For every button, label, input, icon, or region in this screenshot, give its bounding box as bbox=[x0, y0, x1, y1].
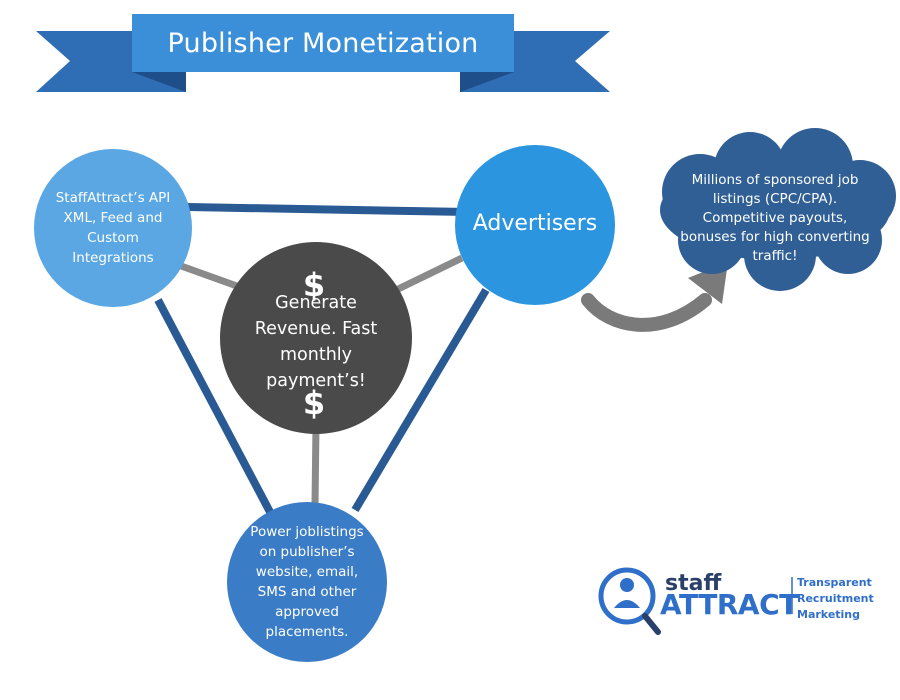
dollar-icon-bottom: $ bbox=[302, 384, 326, 422]
page-title: Publisher Monetization bbox=[167, 27, 479, 59]
connector-integrations-advertisers bbox=[187, 203, 469, 216]
cloud-label: Millions of sponsored job listings (CPC/… bbox=[680, 171, 870, 264]
advertisers-node bbox=[455, 145, 615, 305]
connector-center-placements bbox=[311, 424, 320, 506]
advertisers-label: Advertisers bbox=[472, 210, 598, 236]
center-label: Generate Revenue. Fast monthly payment’s… bbox=[254, 293, 378, 391]
logo-tagline: Transparent Recruitment Marketing bbox=[797, 575, 874, 623]
logo-tagline-line-2: Recruitment bbox=[797, 592, 874, 605]
integrations-node bbox=[34, 149, 192, 307]
connector-advertisers-center bbox=[390, 254, 464, 296]
connector-integrations-placements bbox=[154, 298, 274, 514]
logo-magnifier-icon bbox=[598, 567, 661, 635]
cloud-shape bbox=[660, 128, 896, 291]
center-node bbox=[220, 242, 412, 434]
logo-tagline-line-1: Transparent bbox=[797, 576, 872, 589]
placements-node bbox=[227, 502, 387, 662]
placements-label: Power joblistings on publisher’s website… bbox=[250, 524, 364, 640]
logo-attract-text: ATTRACT bbox=[660, 588, 798, 621]
curved-arrow bbox=[581, 293, 712, 332]
dollar-icon-top: $ bbox=[302, 266, 326, 304]
connector-integrations-center bbox=[168, 258, 250, 294]
ribbon-fold-left bbox=[132, 72, 186, 92]
connector-advertisers-placements bbox=[351, 287, 490, 513]
logo-tagline-line-3: Marketing bbox=[797, 608, 861, 621]
title-ribbon bbox=[132, 14, 514, 72]
logo-staff-text: staff bbox=[665, 571, 722, 596]
integrations-label: StaffAttract’s API XML, Feed and Custom … bbox=[55, 190, 171, 266]
ribbon-fold-right bbox=[460, 72, 514, 92]
